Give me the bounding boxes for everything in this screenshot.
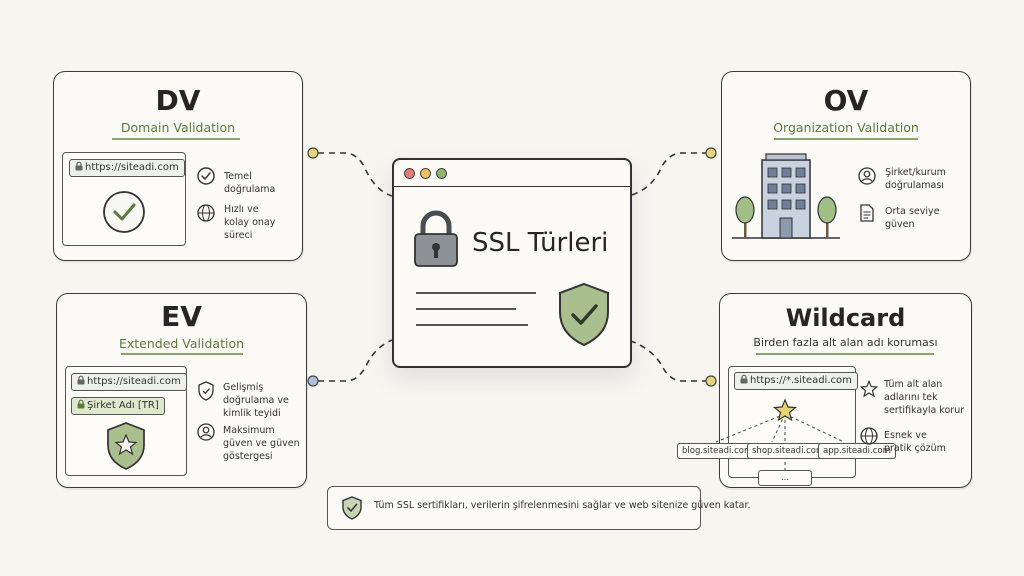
- window-dot-green: [436, 168, 447, 179]
- connector-dot-ov: [705, 147, 717, 159]
- connector-ev: [318, 339, 393, 382]
- ov-underline: [774, 138, 918, 140]
- center-browser-window: SSL Türleri: [392, 158, 632, 368]
- window-dot-red: [404, 168, 415, 179]
- placeholder-line: [416, 324, 528, 326]
- shield-check-icon: [559, 282, 609, 347]
- ov-card: OV Organization Validation Şirket: [721, 71, 971, 261]
- browser-titlebar: [394, 160, 630, 187]
- ev-browser-mockup: https://siteadi.com Şirket Adı [TR]: [65, 366, 187, 476]
- ev-card: EV Extended Validation https://siteadi.c…: [56, 293, 307, 488]
- wildcard-url-text: https://*.siteadi.com: [750, 375, 852, 386]
- star-icon: [859, 379, 879, 398]
- dv-feature-2: Hızlı ve kolay onay süreci: [224, 204, 276, 241]
- subdomain-chip: shop.siteadi.com: [747, 443, 830, 459]
- wildcard-subtitle: Birden fazla alt alan adı koruması: [753, 336, 938, 349]
- lock-icon: [75, 161, 83, 171]
- lock-icon: [77, 375, 85, 385]
- ev-url-bar: https://siteadi.com: [71, 373, 187, 391]
- dv-card: DV Domain Validation https://siteadi.com…: [53, 71, 303, 261]
- ev-url-text: https://siteadi.com: [87, 376, 181, 387]
- ov-feature-1: Şirket/kurum doğrulaması: [885, 167, 946, 191]
- footer-note-text: Tüm SSL sertifikları, verilerin şifrelen…: [374, 500, 751, 511]
- globe-icon: [197, 204, 215, 222]
- lock-icon: [740, 374, 748, 384]
- check-circle-icon: [103, 191, 145, 233]
- connector-dot-dv: [307, 147, 319, 159]
- placeholder-line: [416, 292, 536, 294]
- subdomain-chip: blog.siteadi.com: [677, 443, 758, 459]
- star-icon: [772, 398, 798, 422]
- ev-feature-1: Gelişmiş doğrulama ve kimlik teyidi: [223, 382, 289, 419]
- ev-company-bar: Şirket Adı [TR]: [71, 397, 165, 415]
- connector-dv: [318, 152, 393, 197]
- wildcard-card: Wildcard Birden fazla alt alan adı korum…: [677, 293, 972, 488]
- wildcard-feature-2: Esnek ve pratik çözüm: [884, 430, 946, 454]
- dv-browser-mockup: https://siteadi.com: [62, 152, 186, 246]
- wildcard-feature-1: Tüm alt alan adlarını tek sertifikayla k…: [884, 379, 965, 416]
- subdomain-chip: ...: [758, 470, 812, 486]
- wildcard-url-bar: https://*.siteadi.com: [734, 372, 858, 390]
- user-icon: [858, 167, 876, 185]
- padlock-icon: [414, 210, 458, 267]
- window-dot-yellow: [420, 168, 431, 179]
- shield-check-icon: [342, 496, 362, 520]
- shield-check-icon: [198, 381, 214, 401]
- building-icon: [732, 153, 840, 239]
- dv-url-text: https://siteadi.com: [85, 162, 179, 173]
- center-title: SSL Türleri: [472, 228, 609, 258]
- connector-ov: [627, 152, 708, 197]
- ov-feature-2: Orta seviye güven: [885, 206, 940, 230]
- placeholder-line: [416, 308, 516, 310]
- dv-title: DV: [155, 84, 201, 117]
- connector-wildcard: [627, 339, 708, 382]
- dv-url-bar: https://siteadi.com: [69, 159, 185, 177]
- footer-note: Tüm SSL sertifikları, verilerin şifrelen…: [327, 486, 751, 530]
- user-icon: [197, 423, 215, 441]
- connector-dot-wildcard: [705, 375, 717, 387]
- shield-star-icon: [107, 422, 145, 470]
- ev-subtitle: Extended Validation: [118, 336, 245, 351]
- lock-icon: [77, 399, 85, 409]
- ev-feature-2: Maksimum güven ve güven göstergesi: [223, 425, 300, 462]
- dv-subtitle: Domain Validation: [120, 120, 236, 135]
- wildcard-title: Wildcard: [785, 304, 906, 332]
- subdomain-tree-lines: [715, 398, 845, 472]
- connector-dot-ev: [307, 375, 319, 387]
- check-circle-icon: [197, 167, 215, 185]
- wildcard-browser-mockup: https://*.siteadi.com: [728, 366, 858, 478]
- dv-feature-1: Temel doğrulama: [224, 171, 276, 195]
- ov-title: OV: [823, 84, 869, 117]
- wildcard-underline: [756, 353, 934, 355]
- subdomain-chip: app.siteadi.com: [818, 443, 896, 459]
- globe-icon: [860, 427, 878, 445]
- ev-underline: [121, 353, 243, 355]
- ev-title: EV: [161, 300, 202, 333]
- ov-subtitle: Organization Validation: [773, 120, 919, 135]
- ev-company-text: Şirket Adı [TR]: [87, 400, 159, 411]
- dv-underline: [112, 138, 240, 140]
- document-icon: [860, 204, 874, 222]
